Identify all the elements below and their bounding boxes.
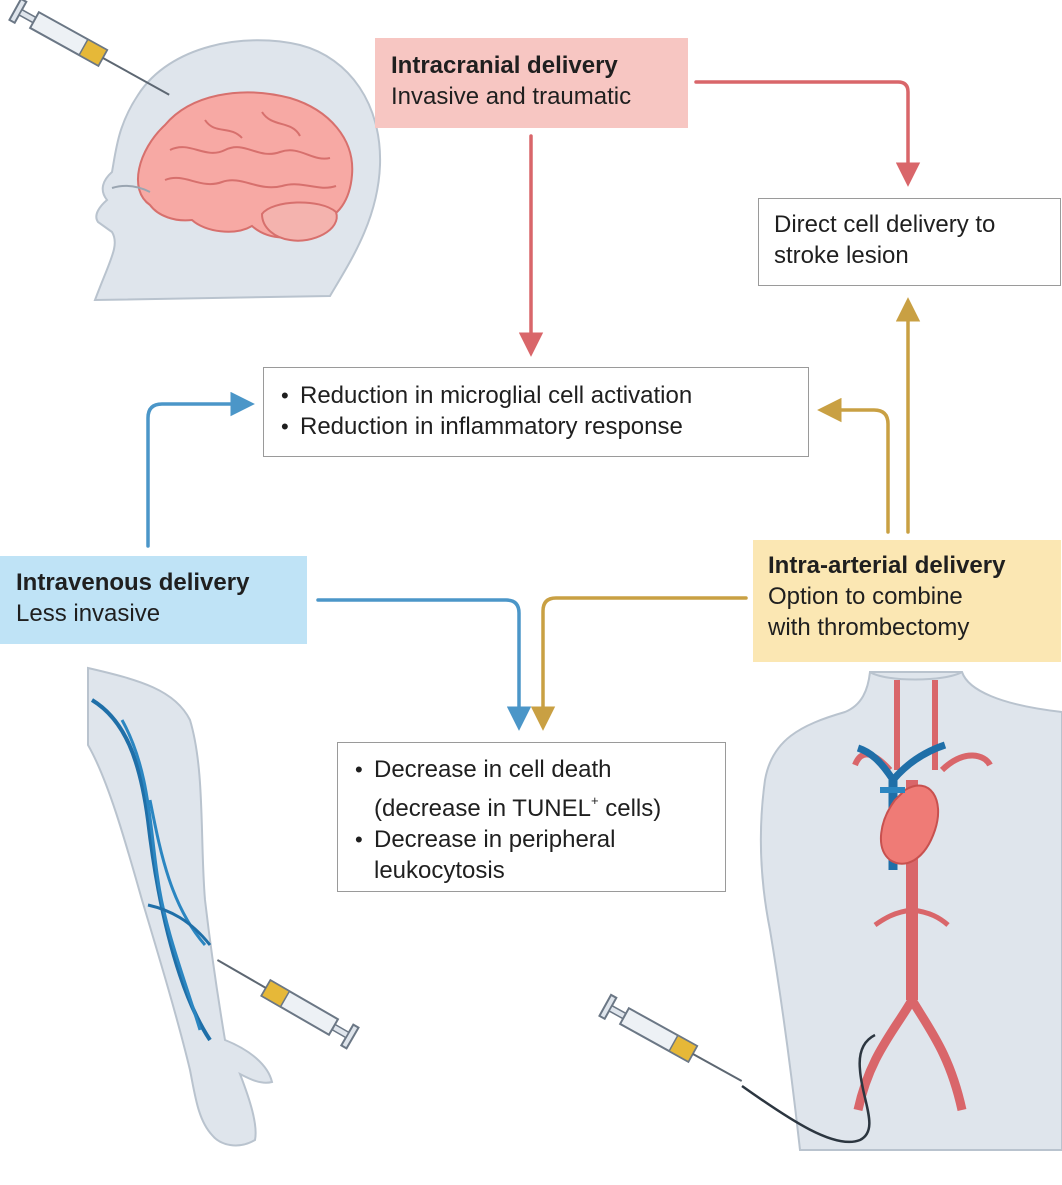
outcome-item-line1: Decrease in cell death bbox=[374, 756, 612, 783]
arrow-arterial-to-microglia bbox=[817, 397, 890, 534]
arrow-intravenous-to-microglia bbox=[146, 391, 255, 548]
outcome-item: Decrease in cell death (decrease in TUNE… bbox=[352, 754, 711, 824]
intravenous-subtitle: Less invasive bbox=[16, 600, 161, 627]
outcome-item: Decrease in peripheral leukocytosis bbox=[352, 824, 711, 886]
direct-delivery-line2: stroke lesion bbox=[774, 242, 909, 269]
syringe-icon bbox=[8, 0, 170, 96]
cell-death-outcome-box: Decrease in cell death (decrease in TUNE… bbox=[337, 742, 726, 892]
intravenous-title: Intravenous delivery bbox=[16, 569, 250, 596]
arrow-intravenous-to-cell-death bbox=[316, 598, 532, 731]
intracranial-box: Intracranial delivery Invasive and traum… bbox=[375, 38, 688, 128]
tunel-prefix: (decrease in TUNEL bbox=[374, 795, 591, 822]
head-brain-illustration bbox=[93, 39, 382, 302]
outcome-item-line1: Decrease in peripheral bbox=[374, 826, 616, 853]
intra-arterial-line1: Option to combine bbox=[768, 583, 963, 610]
intravenous-box: Intravenous delivery Less invasive bbox=[0, 556, 307, 644]
catheter-line bbox=[741, 1033, 876, 1144]
arrow-intracranial-to-direct bbox=[694, 80, 921, 187]
outcome-item: Reduction in microglial cell activation bbox=[278, 380, 794, 411]
tunel-suffix: cells) bbox=[598, 795, 662, 822]
arrow-arterial-to-cell-death bbox=[530, 596, 748, 731]
torso-arteries-illustration bbox=[759, 671, 1062, 1151]
arm-veins-illustration bbox=[87, 666, 274, 1147]
intra-arterial-box: Intra-arterial delivery Option to combin… bbox=[753, 540, 1061, 662]
intracranial-subtitle: Invasive and traumatic bbox=[391, 83, 632, 110]
intracranial-title: Intracranial delivery bbox=[391, 52, 618, 79]
direct-delivery-line1: Direct cell delivery to bbox=[774, 211, 996, 238]
intra-arterial-title: Intra-arterial delivery bbox=[768, 552, 1006, 579]
outcome-item: Reduction in inflammatory response bbox=[278, 411, 794, 442]
microglia-outcome-box: Reduction in microglial cell activation … bbox=[263, 367, 809, 457]
intracranial-arrows bbox=[518, 80, 921, 357]
outcome-item-line2: leukocytosis bbox=[374, 857, 505, 884]
direct-delivery-box: Direct cell delivery to stroke lesion bbox=[758, 198, 1061, 286]
syringe-icon bbox=[598, 993, 743, 1082]
intra-arterial-line2: with thrombectomy bbox=[768, 614, 970, 641]
intravenous-arrows bbox=[146, 391, 532, 731]
tunel-superscript: + bbox=[590, 793, 599, 808]
syringe-icon bbox=[216, 959, 360, 1050]
intra-arterial-arrows bbox=[530, 297, 921, 731]
